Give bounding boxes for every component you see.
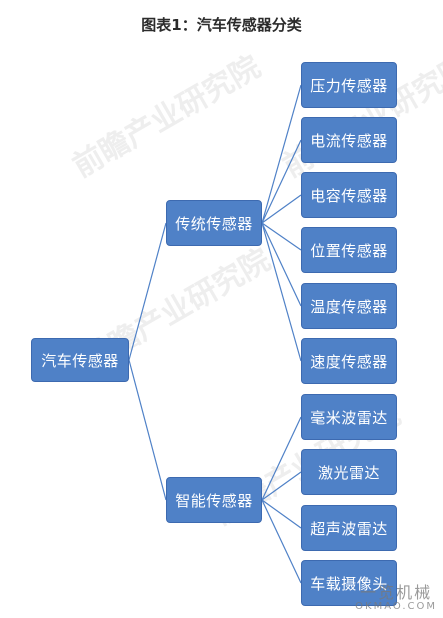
- corner-watermark-cn: 一览机械: [360, 582, 433, 602]
- connector-line: [128, 359, 167, 501]
- leaf-node: 车载摄像头: [301, 560, 397, 606]
- connector-line: [261, 499, 302, 529]
- branch-node-smart: 智能传感器: [166, 477, 262, 523]
- connector-line: [261, 222, 302, 362]
- leaf-node: 速度传感器: [301, 338, 397, 384]
- connector-line: [261, 84, 302, 224]
- leaf-node: 毫米波雷达: [301, 394, 397, 440]
- connector-line: [261, 416, 302, 501]
- leaf-node: 位置传感器: [301, 227, 397, 273]
- leaf-node: 电容传感器: [301, 172, 397, 218]
- leaf-node: 电流传感器: [301, 117, 397, 163]
- connector-line: [128, 222, 167, 361]
- connector-line: [261, 499, 302, 584]
- connector-line: [261, 222, 302, 307]
- root-node: 汽车传感器: [31, 338, 129, 382]
- connector-line: [261, 194, 302, 224]
- leaf-node: 温度传感器: [301, 283, 397, 329]
- corner-watermark: 一览机械 OKMAO.COM: [355, 582, 437, 612]
- leaf-node: 超声波雷达: [301, 505, 397, 551]
- leaf-node: 压力传感器: [301, 62, 397, 108]
- connector-line: [261, 139, 302, 224]
- connector-line: [261, 222, 302, 251]
- corner-watermark-en: OKMAO.COM: [355, 600, 437, 612]
- branch-node-traditional: 传统传感器: [166, 200, 262, 246]
- diagram-title: 图表1：汽车传感器分类: [141, 16, 302, 34]
- connector-line: [261, 471, 302, 501]
- leaf-node: 激光雷达: [301, 449, 397, 495]
